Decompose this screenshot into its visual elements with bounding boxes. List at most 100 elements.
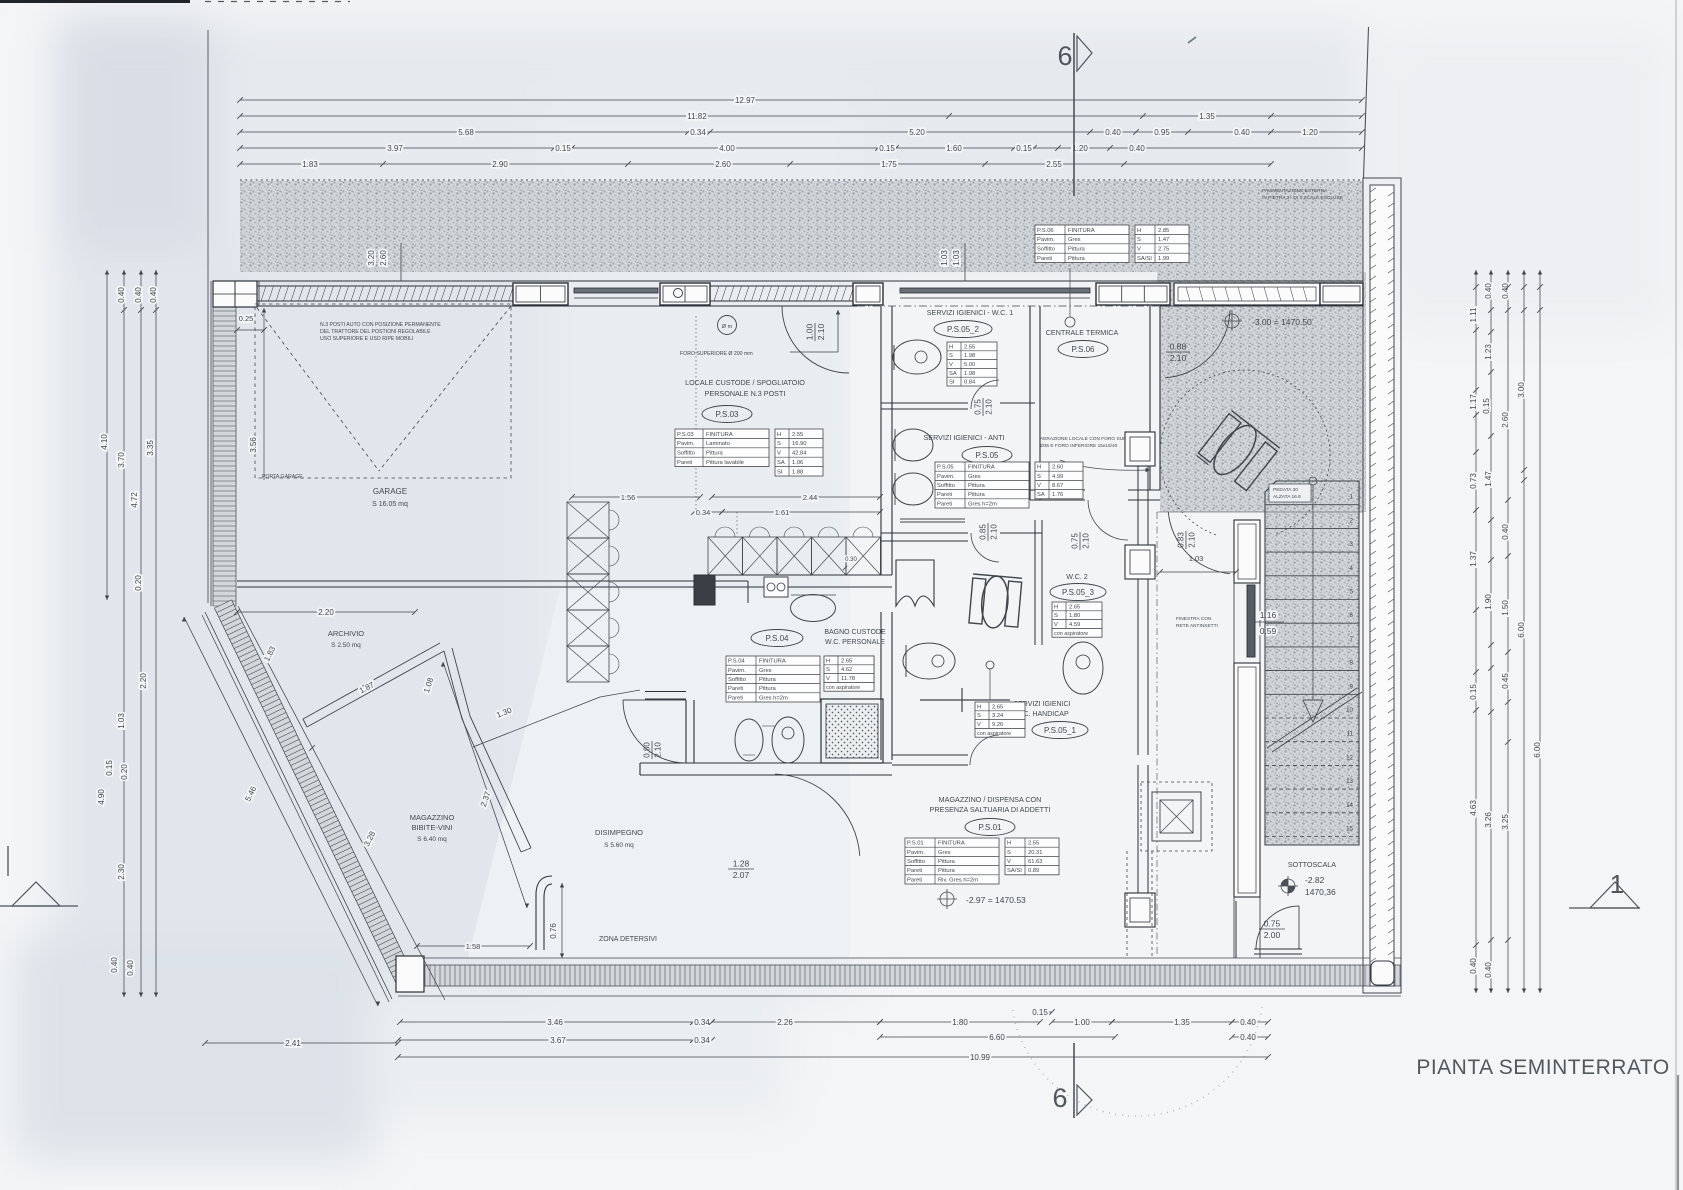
svg-text:3: 3 [1350,541,1354,548]
svg-text:1.83: 1.83 [302,160,318,169]
svg-text:1.20: 1.20 [1302,128,1318,137]
svg-text:2.75: 2.75 [1158,247,1169,253]
svg-text:H: H [1007,841,1011,847]
svg-text:Pareti: Pareti [728,695,743,701]
svg-text:0.59: 0.59 [1260,626,1277,636]
svg-text:-2.97 = 1470.53: -2.97 = 1470.53 [966,895,1026,905]
svg-text:1.37: 1.37 [1469,551,1478,567]
svg-text:H: H [977,704,981,710]
svg-text:-3.00 = 1470.50: -3.00 = 1470.50 [1252,317,1312,327]
svg-text:1.03: 1.03 [117,713,126,729]
svg-text:P.S.04: P.S.04 [728,659,745,665]
svg-text:Pavim.: Pavim. [937,474,955,480]
svg-text:GARAGE: GARAGE [373,487,407,496]
svg-text:P.S.05_3: P.S.05_3 [1062,588,1094,597]
svg-text:S 5.60 mq: S 5.60 mq [604,842,634,849]
svg-text:3.56: 3.56 [249,437,258,453]
svg-text:2.10: 2.10 [1188,532,1197,548]
svg-text:P.S.05_2: P.S.05_2 [947,325,979,334]
svg-text:2.10: 2.10 [990,524,999,540]
svg-text:0.34: 0.34 [694,1036,710,1045]
svg-text:12.97: 12.97 [735,96,756,105]
svg-text:4.00: 4.00 [719,144,735,153]
svg-text:Gres: Gres [968,474,981,480]
svg-text:0.73: 0.73 [1469,473,1478,489]
svg-text:1.35: 1.35 [1174,1018,1190,1027]
svg-text:4.99: 4.99 [1052,474,1063,480]
svg-text:S: S [826,667,830,673]
svg-text:11.78: 11.78 [841,676,855,682]
svg-text:H: H [777,432,781,438]
svg-text:4.59: 4.59 [1069,622,1080,628]
svg-text:1.60: 1.60 [946,144,962,153]
svg-text:Soffitto: Soffitto [907,859,925,865]
svg-text:0.76: 0.76 [549,923,558,939]
svg-text:SA: SA [777,460,785,466]
svg-text:Soffitto: Soffitto [937,483,955,489]
svg-text:N.3 POSTI AUTO CON POSIZIONE P: N.3 POSTI AUTO CON POSIZIONE PERMANENTE [320,322,441,328]
svg-text:6.00: 6.00 [1517,622,1526,638]
svg-text:FINESTRA CON: FINESTRA CON [1176,616,1212,622]
svg-text:20.31: 20.31 [1028,850,1043,856]
svg-text:P.S.05_1: P.S.05_1 [1044,726,1076,735]
svg-text:0.20: 0.20 [120,764,129,780]
svg-text:1.80: 1.80 [952,1018,968,1027]
svg-text:1.35: 1.35 [1199,112,1215,121]
svg-text:2.26: 2.26 [777,1018,793,1027]
svg-text:DEL TRATTORE DEL POSTIONI REGO: DEL TRATTORE DEL POSTIONI REGOLABILE [320,329,431,335]
svg-text:1470,36: 1470,36 [1305,887,1336,897]
svg-text:0.40: 0.40 [110,957,119,973]
svg-text:V: V [1054,622,1058,628]
svg-text:P.S.03: P.S.03 [716,410,740,419]
svg-text:S: S [949,353,953,359]
svg-text:14: 14 [1346,802,1353,809]
svg-text:0.75: 0.75 [974,399,983,415]
svg-text:IN PIETRA 3+ DI 2 SCALE ESCLUS: IN PIETRA 3+ DI 2 SCALE ESCLUSE [1262,195,1343,201]
svg-text:V: V [1037,483,1041,489]
svg-text:ALZATA 16.6: ALZATA 16.6 [1273,494,1301,500]
svg-text:1.50: 1.50 [1501,600,1510,616]
svg-text:1.98: 1.98 [964,353,975,359]
svg-text:PERSONALE N.3 POSTI: PERSONALE N.3 POSTI [705,389,786,398]
svg-text:Gres: Gres [938,850,951,856]
svg-text:P.S.06: P.S.06 [1037,228,1054,234]
svg-text:2.55: 2.55 [792,432,803,438]
svg-text:2.85: 2.85 [1158,228,1169,234]
svg-text:W.C. 2: W.C. 2 [1066,572,1088,581]
svg-text:3.20: 3.20 [367,250,376,266]
svg-text:Pittura: Pittura [759,677,777,683]
svg-text:Laminato: Laminato [706,441,730,447]
svg-text:0.83: 0.83 [1177,532,1186,548]
svg-text:5.00: 5.00 [964,362,975,368]
svg-text:W.C. PERSONALE: W.C. PERSONALE [825,639,885,646]
svg-text:P.S.01: P.S.01 [979,823,1003,832]
svg-text:0.15: 0.15 [555,144,571,153]
svg-text:42.84: 42.84 [792,451,807,457]
svg-text:4.90: 4.90 [97,789,106,805]
svg-text:1.16: 1.16 [1260,610,1277,620]
svg-text:H: H [1054,604,1058,610]
svg-text:2.41: 2.41 [285,1039,301,1048]
svg-text:PAVIMENTAZIONE ESTERNA: PAVIMENTAZIONE ESTERNA [1262,188,1328,194]
svg-text:8.67: 8.67 [1052,483,1063,489]
svg-text:Pavim.: Pavim. [1037,237,1055,243]
svg-text:W.C. HANDICAP: W.C. HANDICAP [1015,711,1069,718]
svg-text:0.34: 0.34 [694,1018,710,1027]
svg-text:V: V [1007,859,1011,865]
svg-text:S: S [777,441,781,447]
svg-text:0.45: 0.45 [1501,673,1510,689]
svg-text:0.40: 0.40 [1501,524,1510,540]
svg-text:2.10: 2.10 [1170,353,1187,363]
svg-text:2.10: 2.10 [985,399,994,415]
svg-text:3.25: 3.25 [1501,814,1510,830]
svg-text:4.62: 4.62 [841,667,852,673]
svg-text:Pittura: Pittura [938,859,956,865]
svg-text:1.75: 1.75 [881,160,897,169]
svg-text:V: V [826,676,830,682]
svg-text:S: S [1007,850,1011,856]
svg-text:DISIMPEGNO: DISIMPEGNO [595,828,643,837]
svg-text:0.15: 0.15 [879,144,895,153]
svg-text:2.10: 2.10 [1082,533,1091,549]
svg-text:PRESENZA SALTUARIA DI ADDETTI: PRESENZA SALTUARIA DI ADDETTI [930,805,1051,814]
svg-text:FINITURA: FINITURA [1068,228,1095,234]
